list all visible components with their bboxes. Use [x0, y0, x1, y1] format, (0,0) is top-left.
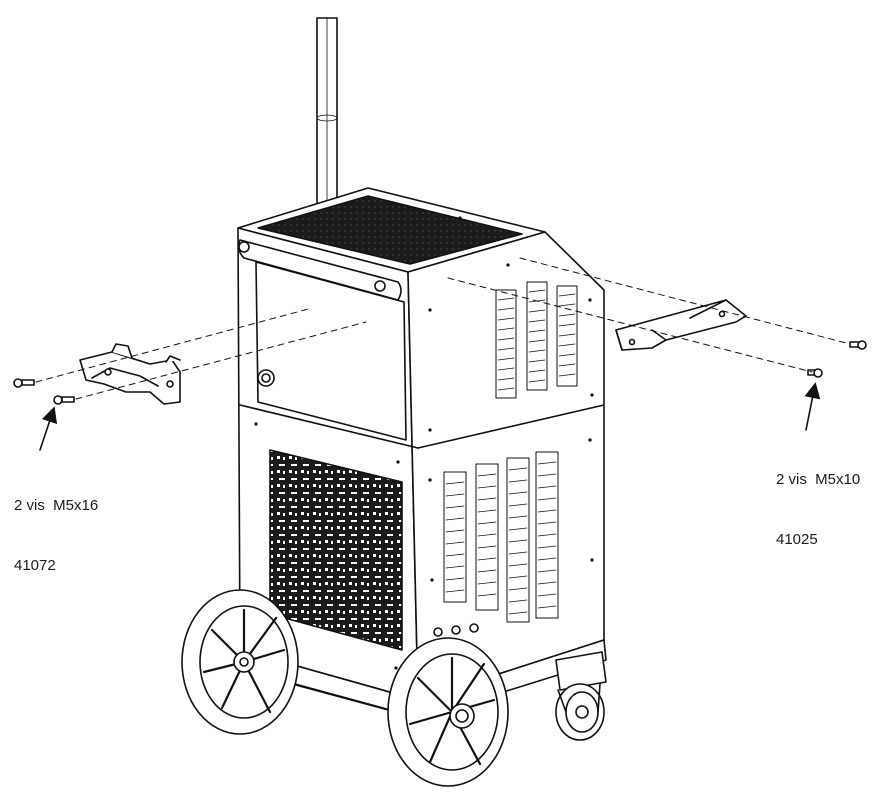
left-screw-callout: 2 vis M5x16 41072: [14, 456, 98, 596]
front-connectors: [433, 623, 479, 637]
left-screws: [13, 378, 75, 405]
top-vent-mesh: [257, 195, 523, 265]
right-screws: [807, 340, 867, 378]
front-grille: [269, 449, 403, 651]
rear-caster-wheel: [555, 651, 607, 741]
panel-screws: [254, 216, 594, 670]
screw-icon: [807, 368, 823, 378]
screw-icon: [849, 340, 867, 350]
torch-holder-pole: [316, 17, 338, 209]
right-screw-ref: 41025: [776, 531, 818, 548]
right-screw-label: 2 vis M5x10: [776, 471, 861, 488]
left-torch-bracket: [79, 343, 181, 405]
arrow-icon: [804, 382, 821, 431]
screw-icon: [13, 378, 35, 388]
assembly-guide-lines: [35, 257, 851, 400]
machine-body: [237, 187, 605, 701]
right-cable-bracket: [615, 299, 747, 351]
right-wheel: [387, 637, 509, 787]
left-screw-ref: 41072: [14, 557, 56, 574]
lower-side-louvers: [443, 451, 559, 623]
arrow-icon: [39, 406, 58, 451]
upper-side-louvers: [495, 281, 578, 399]
right-screw-callout: 2 vis M5x10 41025: [776, 430, 860, 570]
left-screw-label: 2 vis M5x16: [14, 497, 99, 514]
left-wheel: [181, 589, 299, 735]
front-door: [255, 261, 407, 441]
screw-icon: [53, 395, 75, 405]
